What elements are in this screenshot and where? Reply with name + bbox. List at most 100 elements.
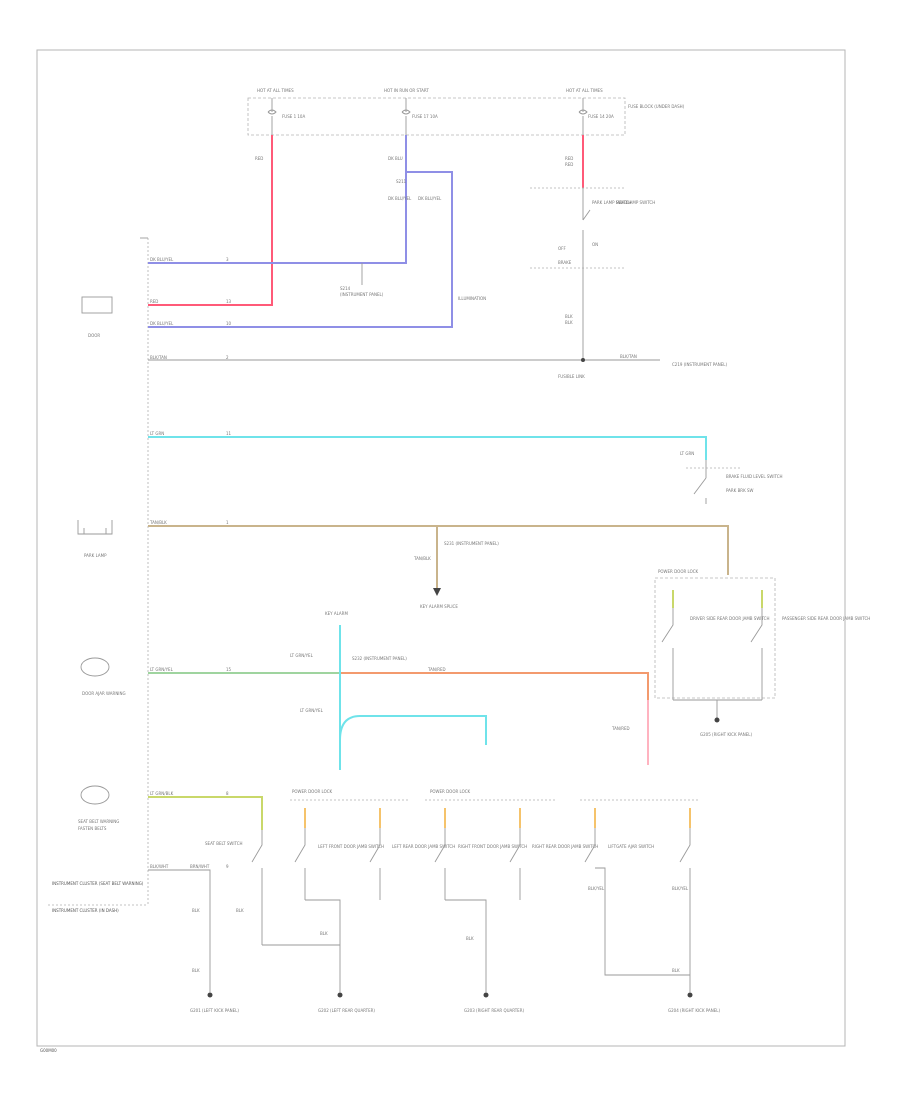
label-red-wire: RED xyxy=(255,156,263,161)
seat-belt-icon xyxy=(80,785,110,805)
label-driver-door: LEFT FRONT DOOR JAMB SWITCH xyxy=(318,844,384,849)
label-red-right: RED xyxy=(565,156,573,161)
row5-pin: 11 xyxy=(226,431,232,436)
label-blk-left: BLK xyxy=(565,314,573,319)
ground-icon-rear xyxy=(714,717,720,723)
wire-cyan-branch xyxy=(339,715,487,745)
label-park-lamp-switch: PARK LAMP SWITCH xyxy=(592,200,631,205)
row8-wire-label: LT GRN/BLK xyxy=(150,791,174,796)
rear-switch-ground-line xyxy=(673,699,762,718)
ground-leg-2 xyxy=(262,899,341,992)
label-splice-s1-sub: (INSTRUMENT PANEL) xyxy=(340,292,384,297)
label-instrument-cluster: INSTRUMENT CLUSTER (SEAT BELT WARNING) xyxy=(52,881,144,886)
fuse-center-symbol xyxy=(401,98,411,135)
parking-brake-switch-contact xyxy=(693,460,707,504)
label-blk-g5b: BLK xyxy=(672,968,680,973)
label-headlamp-switch: HEADLAMP SWITCH xyxy=(616,200,655,205)
label-dk-blu-yel-b: DK BLU/YEL xyxy=(418,196,442,201)
label-hot-right: HOT AT ALL TIMES xyxy=(566,88,603,93)
splice-dot-blk-tan xyxy=(581,358,585,362)
label-ground-4: G204 (RIGHT KICK PANEL) xyxy=(668,1008,720,1013)
row5-wire-label: LT GRN xyxy=(150,431,164,436)
label-red-right-b: RED xyxy=(565,162,573,167)
row2-pin: 13 xyxy=(226,299,232,304)
icon-brake-label: DOOR AJAR WARNING xyxy=(82,691,126,696)
label-parking-brake: PARK BRK SW xyxy=(726,488,754,493)
label-hot-left: HOT AT ALL TIMES xyxy=(257,88,294,93)
park-lamp-icon xyxy=(77,520,113,535)
label-power-door-lock-1: POWER DOOR LOCK xyxy=(658,569,699,574)
fuse-left-symbol xyxy=(267,98,277,135)
ground-leg-3 xyxy=(445,899,487,992)
left-rear-switch-contact xyxy=(369,828,381,900)
label-tan-vert: TAN/BLK xyxy=(413,556,431,561)
row1-pin: 3 xyxy=(226,257,229,262)
rear-door-switch-box xyxy=(654,577,776,699)
label-fusible-link: FUSIBLE LINK xyxy=(558,374,585,379)
row7-wire-label: LT GRN/YEL xyxy=(150,667,174,672)
label-blk-g4b: BLK/YEL xyxy=(672,886,689,891)
label-tan-red-a: TAN/RED xyxy=(427,667,446,672)
label-blk-g1: BLK xyxy=(192,908,200,913)
label-liftgate: LIFTGATE AJAR SWITCH xyxy=(608,844,654,849)
label-ground-3: G203 (RIGHT REAR QUARTER) xyxy=(464,1008,524,1013)
label-rear-switch-1: DRIVER SIDE REAR DOOR JAMB SWITCH xyxy=(690,616,769,621)
seat-belt-switch-contact xyxy=(251,830,263,945)
row3-wire-label: DK BLU/YEL xyxy=(150,321,174,326)
label-brake-switch: BRAKE xyxy=(558,260,572,265)
label-splice-top: S211 xyxy=(396,179,407,184)
label-instrument-cluster-sub: INSTRUMENT CLUSTER (IN DASH) xyxy=(52,908,119,913)
label-ground-5: G205 (RIGHT KICK PANEL) xyxy=(700,732,752,737)
row9-pin: 9 xyxy=(226,864,229,869)
label-passenger-door: RIGHT FRONT DOOR JAMB SWITCH xyxy=(458,844,527,849)
park-switch-contact xyxy=(582,188,591,268)
label-blk-g1b: BLK xyxy=(192,968,200,973)
fuse-block-box xyxy=(247,97,626,136)
fuse-right-symbol xyxy=(578,98,588,135)
right-rear-switch-contact xyxy=(509,828,521,900)
row7-pin: 15 xyxy=(226,667,232,672)
row8-pin: 8 xyxy=(226,791,229,796)
label-lt-grn-right: LT GRN xyxy=(680,451,694,456)
label-dk-blu-top: DK BLU xyxy=(388,156,403,161)
label-off: OFF xyxy=(558,246,566,251)
wire-brn-wht xyxy=(148,869,211,992)
label-rear-switch-2: PASSENGER SIDE REAR DOOR JAMB SWITCH xyxy=(782,616,870,621)
label-brake-fluid: BRAKE FLUID LEVEL SWITCH xyxy=(726,474,783,479)
row4-wire-label: BLK/TAN xyxy=(150,355,167,360)
wire-tan-red xyxy=(340,672,649,750)
door-icon xyxy=(81,296,113,314)
row6-wire-label: TAN/BLK xyxy=(149,520,167,525)
label-lt-grn-yel-b: LT GRN/YEL xyxy=(300,708,324,713)
rear-hatch-switch-contact xyxy=(679,828,691,992)
row2-wire-label: RED xyxy=(150,299,158,304)
label-right-rear-door: RIGHT REAR DOOR JAMB SWITCH xyxy=(532,844,598,849)
row1-wire-label: DK BLU/YEL xyxy=(150,257,174,262)
ground-icon-1 xyxy=(207,992,213,998)
icon-fasten-label: FASTEN BELTS xyxy=(78,826,107,831)
label-illumination: ILLUMINATION xyxy=(458,296,486,301)
liftgate-switch-contact xyxy=(584,828,690,976)
rear-switch-2-contact xyxy=(750,608,763,700)
wire-lt-grn-blk xyxy=(148,796,263,830)
row6-pin: 1 xyxy=(226,520,229,525)
label-lt-grn-yel-a: LT GRN/YEL xyxy=(290,653,314,658)
ground-icon-3 xyxy=(483,992,489,998)
label-brown-wire: BRN/WHT xyxy=(190,864,210,869)
label-fuse-block: FUSE BLOCK (UNDER DASH) xyxy=(628,104,685,109)
icon-door-label: DOOR xyxy=(88,333,100,338)
label-connector-right: C219 (INSTRUMENT PANEL) xyxy=(672,362,727,367)
wire-red xyxy=(148,135,273,306)
ground-icon-4 xyxy=(687,992,693,998)
wire-tan-blk xyxy=(148,525,729,575)
label-blk-tan-right: BLK/TAN xyxy=(620,354,637,359)
wire-blk-tan xyxy=(148,268,584,361)
label-blk-g2: BLK xyxy=(236,908,244,913)
diagram-frame xyxy=(36,49,846,1047)
label-on: ON xyxy=(592,242,598,247)
label-seat-belt-switch: SEAT BELT SWITCH xyxy=(205,841,243,846)
label-blk-g3: BLK xyxy=(320,931,328,936)
row9-wire-label: BLK/WHT xyxy=(150,864,169,869)
wire-lt-grn xyxy=(148,436,707,460)
